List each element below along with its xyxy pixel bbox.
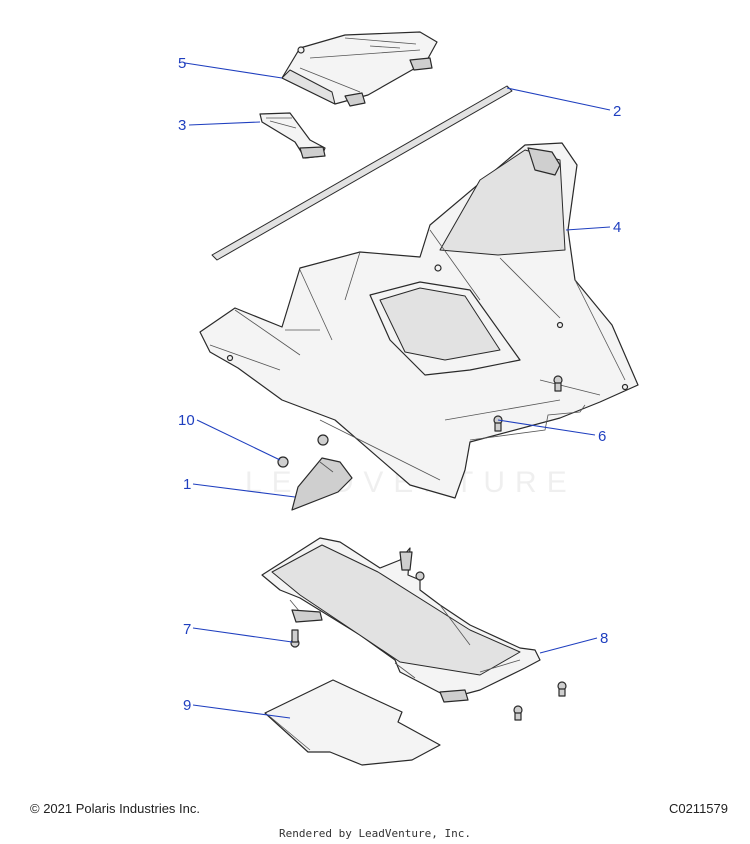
part-8-tray[interactable] [261,537,541,703]
part-7-bolt[interactable] [290,629,567,721]
callout-labels: 5 3 2 4 10 1 6 7 8 9 [178,55,621,714]
callout-6[interactable]: 6 [598,428,606,445]
part-1-plate[interactable] [291,457,353,511]
diagram-code: C0211579 [668,801,728,816]
callout-10[interactable]: 10 [178,412,195,429]
part-4-body[interactable] [199,142,639,499]
part-6-fastener[interactable] [493,375,563,432]
leader-lines [184,62,611,719]
callout-9[interactable]: 9 [183,697,191,714]
copyright-text: © 2021 Polaris Industries Inc. [30,801,200,816]
callout-3[interactable]: 3 [178,117,186,134]
callout-5[interactable]: 5 [178,55,186,72]
part-9-pad[interactable] [264,679,441,766]
callout-1[interactable]: 1 [183,476,191,493]
part-10-nut[interactable] [277,434,329,468]
callout-8[interactable]: 8 [600,630,608,647]
callout-2[interactable]: 2 [613,103,621,120]
rendered-by-text: Rendered by LeadVenture, Inc. [278,827,472,840]
part-5-cover[interactable] [281,31,438,107]
callout-7[interactable]: 7 [183,621,191,638]
part-2-strip[interactable] [211,85,513,261]
callout-4[interactable]: 4 [613,219,621,236]
part-3-strap[interactable] [259,112,326,159]
